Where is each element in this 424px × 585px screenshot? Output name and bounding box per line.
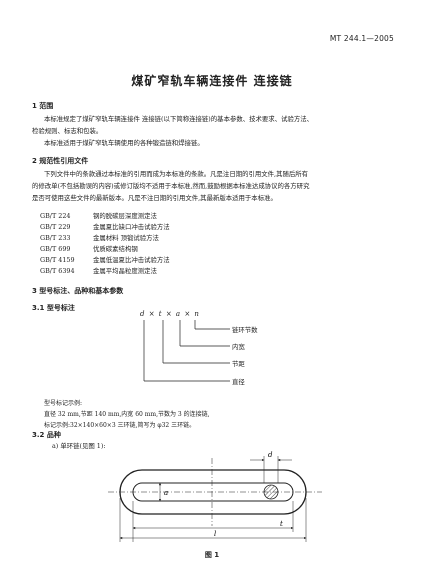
- document-title: 煤矿窄轨车辆连接件 连接链: [131, 74, 293, 88]
- label-link-count: 链环节数: [232, 326, 258, 334]
- section-1-line-3: 本标准适用于煤矿窄轨车辆使用的各种锻造链和焊接链。: [44, 139, 204, 147]
- reference-code: GB/T 233: [40, 234, 71, 243]
- reference-item: GB/T 224 钢的脱碳层深度测定法: [40, 211, 170, 222]
- reference-item: GB/T 4159 金属低温夏比冲击试验方法: [40, 255, 170, 266]
- reference-name: 金属平均晶粒度测定法: [93, 267, 157, 276]
- reference-item: GB/T 6394 金属平均晶粒度测定法: [40, 266, 170, 277]
- reference-name: 金属材料 顶锻试验方法: [93, 234, 159, 243]
- section-3-heading: 3 型号标注、品种和基本参数: [32, 287, 124, 295]
- section-1-heading: 1 范围: [32, 102, 54, 110]
- section-1-line-1: 本标准规定了煤矿窄轨车辆连接件 连接链(以下简称连接链)的基本参数、技术要求、试…: [44, 115, 314, 123]
- model-formula: d × t × a × n: [140, 310, 200, 318]
- figure-1-single-link-drawing: d a t l: [108, 451, 322, 542]
- example-line-1: 直径 32 mm,节距 140 mm,内宽 60 mm,节数为 3 的连接链,: [44, 411, 210, 418]
- figure-caption: 图 1: [204, 551, 220, 559]
- dim-a-label: a: [164, 489, 168, 497]
- section-2-line-2: 的修改单(不包括勘误的内容)或修订版均不适用于本标准,然而,鼓励根据本标准达成协…: [32, 182, 310, 190]
- reference-name: 优质碳素结构钢: [93, 245, 138, 254]
- example-title: 型号标记示例:: [44, 400, 83, 407]
- label-pitch: 节距: [232, 360, 245, 368]
- reference-code: GB/T 4159: [40, 256, 75, 265]
- reference-name: 金属低温夏比冲击试验方法: [93, 256, 170, 265]
- section-2-heading: 2 规范性引用文件: [32, 157, 89, 165]
- section-2-line-1: 下列文件中的条款通过本标准的引用而成为本标准的条款。凡是注日期的引用文件,其随后…: [44, 170, 309, 178]
- standard-number: MT 244.1—2005: [329, 34, 394, 43]
- section-3-1-heading: 3.1 型号标注: [32, 304, 75, 312]
- reference-code: GB/T 224: [40, 212, 71, 220]
- reference-code: GB/T 6394: [40, 267, 75, 276]
- dim-l-label: l: [214, 530, 216, 538]
- reference-code: GB/T 229: [40, 223, 71, 232]
- item-a-single-link: a) 单环链(见图 1):: [52, 442, 106, 450]
- section-1-line-2: 检验规则、标志和包装。: [32, 127, 103, 135]
- section-2-line-3: 是否可使用这些文件的最新版本。凡是不注日期的引用文件,其最新版本适用于本标准。: [32, 194, 277, 202]
- example-line-2: 标记示例:32×140×60×3 三环链,简写为 φ32 三环链。: [44, 422, 196, 429]
- reference-item: GB/T 229 金属夏比缺口冲击试验方法: [40, 222, 170, 233]
- dim-d-label: d: [268, 451, 273, 459]
- reference-name: 金属夏比缺口冲击试验方法: [93, 223, 170, 232]
- reference-item: GB/T 699 优质碳素结构钢: [40, 244, 170, 255]
- reference-name: 钢的脱碳层深度测定法: [93, 212, 157, 220]
- label-diameter: 直径: [232, 378, 245, 386]
- reference-item: GB/T 233 金属材料 顶锻试验方法: [40, 233, 170, 244]
- label-inner-width: 内宽: [232, 343, 245, 351]
- reference-code: GB/T 699: [40, 245, 71, 254]
- section-3-2-heading: 3.2 品种: [32, 431, 61, 439]
- model-designation-diagram: [143, 320, 230, 382]
- dim-t-label: t: [280, 520, 283, 528]
